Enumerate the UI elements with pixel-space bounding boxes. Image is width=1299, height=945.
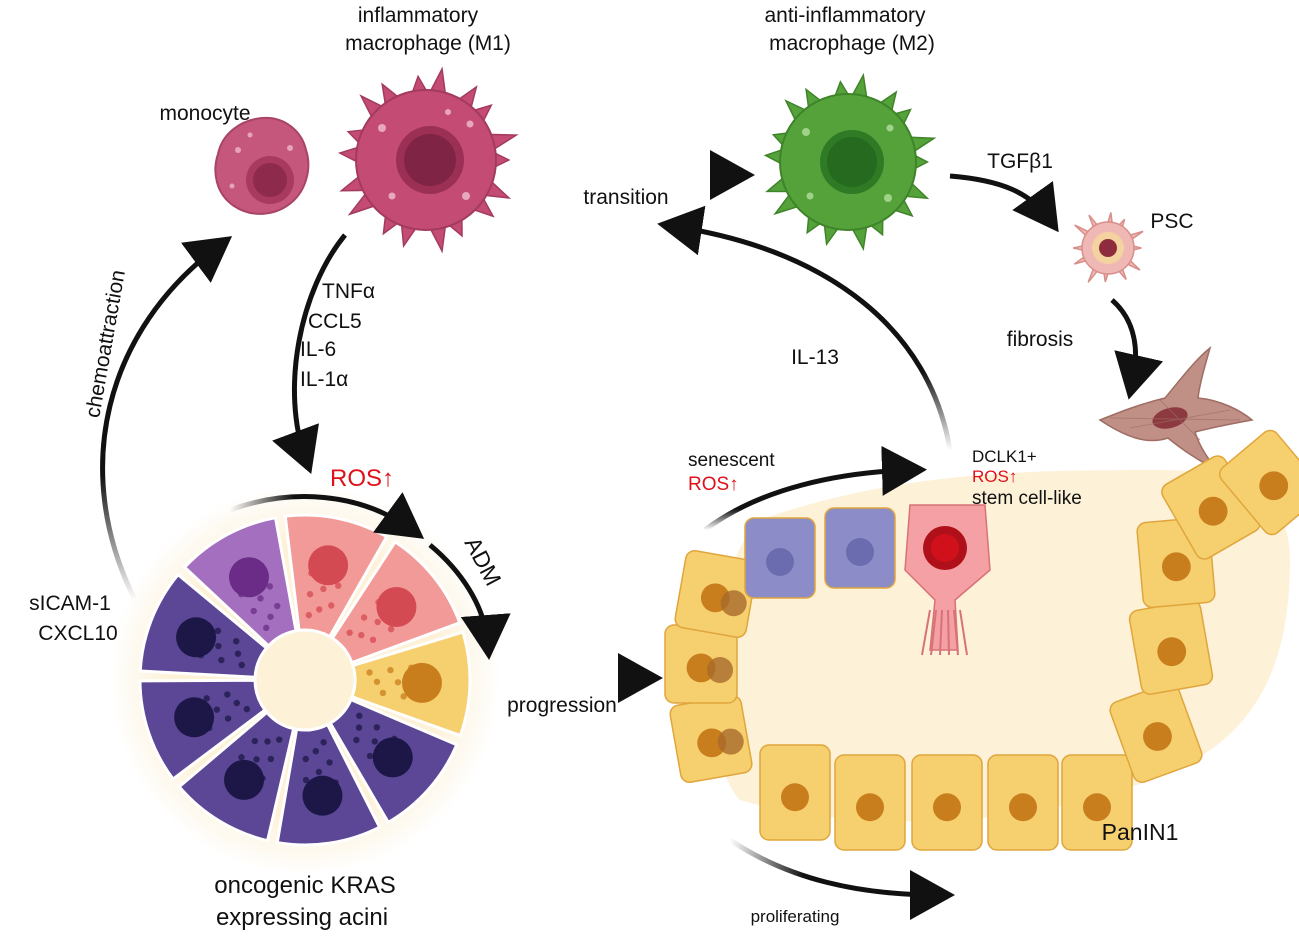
monocyte-label: monocyte	[159, 102, 250, 125]
ductal-cell	[987, 754, 1059, 851]
dclk1-stem-cell	[904, 504, 991, 656]
oncogenic-kras-acinus	[110, 485, 500, 875]
acinar-cell	[177, 710, 296, 843]
stem-cell-like-label: stem cell-like	[972, 488, 1082, 509]
inflammatory-macrophage-m1	[337, 66, 519, 254]
acinar-cell	[330, 539, 462, 665]
chemoattraction-label: chemoattraction	[81, 268, 130, 419]
m1-label-line2: macrophage (M1)	[345, 32, 511, 55]
ductal-cell	[664, 624, 738, 704]
acinar-cell	[350, 630, 472, 738]
senescent-arrow	[703, 445, 927, 532]
chemoattraction-arrow	[100, 236, 233, 602]
transition-label: transition	[583, 186, 668, 209]
ductal-cell	[669, 695, 753, 783]
fibrosis-arrow	[1110, 298, 1164, 400]
cytokine-il1a: IL-1α	[300, 368, 348, 391]
acini-label-line2: expressing acini	[216, 904, 388, 931]
panin1-label: PanIN1	[1102, 819, 1179, 845]
senescent-cell	[824, 507, 896, 589]
ros-label: ROS↑	[330, 465, 394, 492]
senescent-ros-label: ROS↑	[688, 474, 739, 495]
acinar-cell	[275, 722, 382, 847]
il13-arrow	[657, 205, 953, 451]
psc-label: PSC	[1150, 210, 1193, 233]
sicam1-label: sICAM-1	[29, 592, 111, 615]
adm-arrow	[428, 543, 511, 660]
acinar-cell	[182, 515, 298, 648]
ductal-cell	[911, 754, 983, 851]
ros-arrow	[229, 492, 425, 539]
activated-fibroblast	[1098, 345, 1254, 471]
cytokine-il6: IL-6	[300, 338, 336, 361]
acinar-cell	[138, 572, 269, 679]
dclk1-ros-label: ROS↑	[972, 467, 1017, 486]
cytokine-ccl5: CCL5	[308, 310, 362, 333]
ductal-cell	[1109, 682, 1203, 783]
monocyte-cell	[214, 116, 310, 215]
panin1-lesion	[664, 429, 1299, 851]
ductal-cell	[1128, 600, 1214, 695]
m2-label-line1: anti-inflammatory	[764, 4, 926, 27]
anti-inflammatory-macrophage-m2	[763, 72, 937, 252]
proliferating-label: proliferating	[751, 907, 840, 926]
dclk1-label: DCLK1+	[972, 447, 1037, 466]
senescent-cell	[744, 517, 816, 599]
pancreatic-stellate-cell	[1073, 212, 1144, 283]
il13-label: IL-13	[791, 346, 839, 369]
acinar-cell	[138, 678, 268, 782]
acini-label-line1: oncogenic KRAS	[214, 872, 395, 899]
ductal-cell	[759, 744, 831, 841]
ductal-cell	[674, 550, 758, 638]
ductal-cell	[834, 754, 906, 851]
cytokine-arrow	[272, 233, 347, 475]
fibrosis-label: fibrosis	[1007, 328, 1074, 351]
progression-label: progression	[507, 694, 617, 717]
cytokine-tnfa: TNFα	[322, 280, 375, 303]
tgfb1-arrow	[949, 173, 1059, 233]
m2-label-line2: macrophage (M2)	[769, 32, 935, 55]
cxcl10-label: CXCL10	[38, 622, 117, 645]
ductal-cell	[1061, 754, 1133, 851]
ductal-cell	[1219, 429, 1299, 536]
senescent-label: senescent	[688, 450, 775, 471]
proliferating-arrow	[728, 837, 955, 920]
tgfb1-label: TGFβ1	[987, 150, 1053, 173]
acinar-cell	[328, 697, 459, 825]
m1-label-line1: inflammatory	[358, 4, 479, 27]
